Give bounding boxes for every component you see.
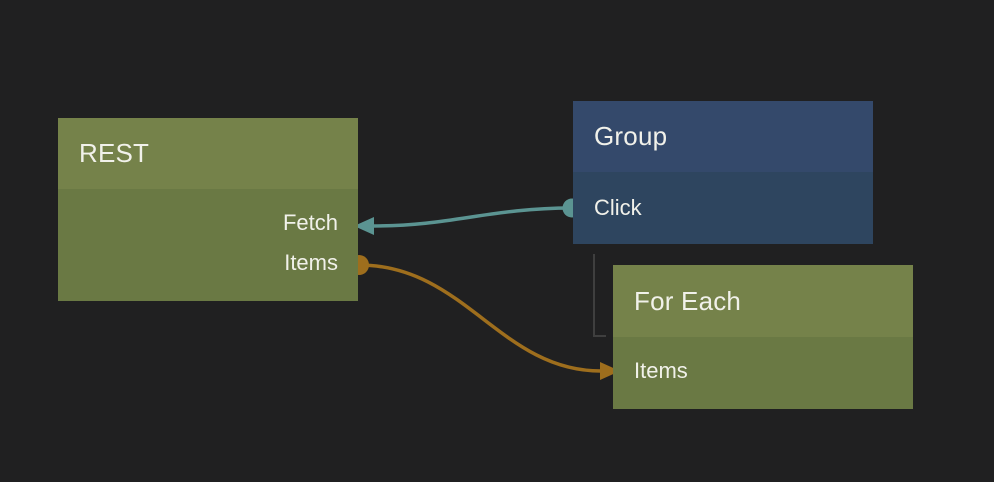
port-click-label: Click [594, 195, 642, 220]
port-items-in[interactable]: Items [613, 351, 913, 391]
port-fetch[interactable]: Fetch [58, 203, 358, 243]
group-child-link [593, 254, 606, 337]
node-rest-header[interactable]: REST [58, 118, 358, 189]
node-rest-body: Fetch Items [58, 189, 358, 301]
port-items-out-label: Items [284, 250, 338, 275]
node-rest[interactable]: REST Fetch Items [58, 118, 358, 301]
port-items-out[interactable]: Items [58, 243, 358, 283]
node-group-header[interactable]: Group [573, 101, 873, 172]
wire-items-to-items[interactable] [357, 263, 603, 373]
node-group[interactable]: Group Click [573, 101, 873, 244]
node-group-body: Click [573, 172, 873, 244]
node-group-title: Group [594, 121, 668, 151]
node-foreach-header[interactable]: For Each [613, 265, 913, 337]
port-items-in-label: Items [634, 358, 688, 383]
node-foreach-title: For Each [634, 285, 742, 316]
node-rest-title: REST [79, 138, 150, 168]
node-foreach-body: Items [613, 337, 913, 409]
node-foreach[interactable]: For Each Items [613, 265, 913, 409]
port-fetch-label: Fetch [282, 210, 338, 235]
port-click[interactable]: Click [573, 188, 873, 228]
wire-click-to-fetch[interactable] [371, 206, 574, 228]
